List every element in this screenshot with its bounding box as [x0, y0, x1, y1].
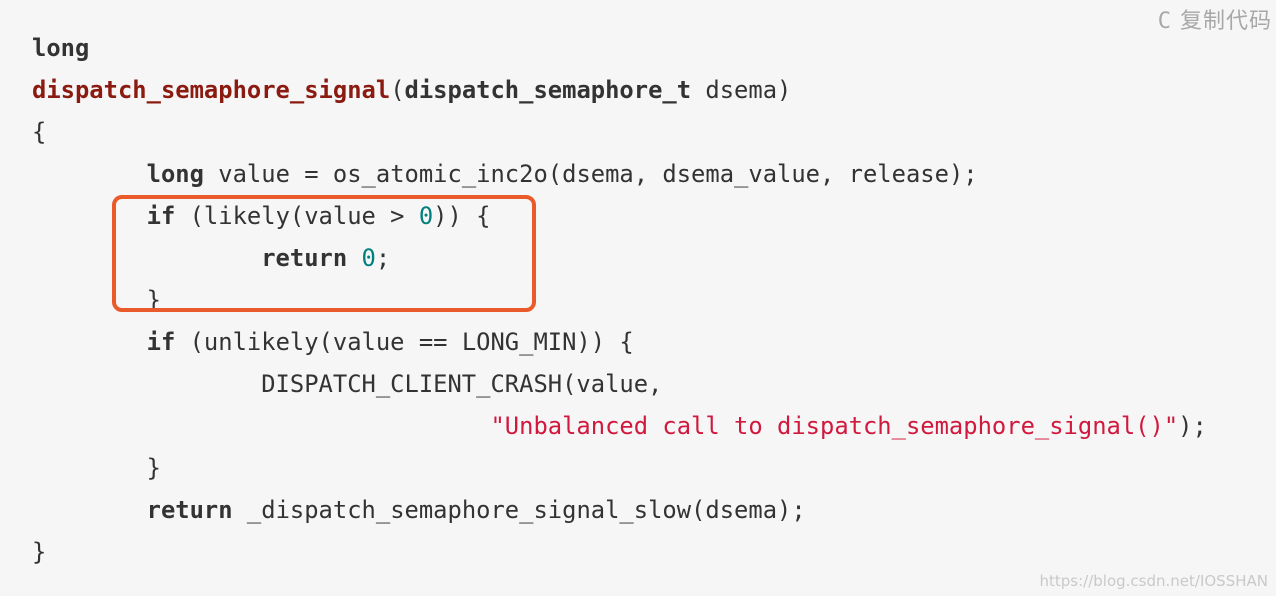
keyword-long: long [146, 160, 204, 188]
string-literal: "Unbalanced call to dispatch_semaphore_s… [490, 412, 1179, 440]
code-line-4: long value = os_atomic_inc2o(dsema, dsem… [32, 153, 1207, 195]
code-text: ; [375, 244, 391, 272]
code-line-7: } [32, 279, 1207, 321]
copy-code-button[interactable]: C 复制代码 [1158, 3, 1272, 35]
indent [32, 412, 490, 440]
code-line-1: long [32, 27, 1207, 69]
code-line-6: return 0; [32, 237, 1207, 279]
indent [32, 160, 147, 188]
close-brace: } [32, 286, 161, 314]
code-line-13: } [32, 531, 1207, 573]
open-paren: ( [390, 76, 405, 104]
code-text: (unlikely(value == LONG_MIN)) { [175, 328, 634, 356]
keyword-if: if [146, 202, 176, 230]
indent [32, 328, 147, 356]
keyword-return: return [146, 496, 233, 524]
copy-code-label: 复制代码 [1179, 9, 1272, 34]
param-type: dispatch_semaphore_t [404, 76, 692, 104]
code-line-9: DISPATCH_CLIENT_CRASH(value, [32, 363, 1207, 405]
close-brace: } [32, 538, 47, 566]
number-literal: 0 [418, 202, 434, 230]
code-text: value = os_atomic_inc2o(dsema, dsema_val… [203, 160, 978, 188]
code-line-5: if (likely(value > 0)) { [32, 195, 1207, 237]
code-text: _dispatch_semaphore_signal_slow(dsema); [232, 496, 806, 524]
close-brace: } [32, 454, 161, 482]
highlight-box [112, 195, 536, 312]
code-line-3: { [32, 111, 1207, 153]
watermark: https://blog.csdn.net/IOSSHAN [1039, 572, 1269, 590]
keyword-return: return [261, 244, 348, 272]
function-name: dispatch_semaphore_signal [32, 76, 391, 104]
code-line-8: if (unlikely(value == LONG_MIN)) { [32, 321, 1207, 363]
code-line-12: return _dispatch_semaphore_signal_slow(d… [32, 489, 1207, 531]
code-content: long dispatch_semaphore_signal(dispatch_s… [32, 27, 1207, 573]
code-line-10: "Unbalanced call to dispatch_semaphore_s… [32, 405, 1207, 447]
open-brace: { [32, 118, 47, 146]
indent [32, 496, 147, 524]
param-rest: dsema) [691, 76, 792, 104]
code-text: )) { [433, 202, 491, 230]
copy-icon: C [1157, 9, 1172, 34]
code-text: DISPATCH_CLIENT_CRASH(value, [32, 370, 663, 398]
code-text: (likely(value > [175, 202, 419, 230]
code-text: ); [1178, 412, 1207, 440]
code-line-2: dispatch_semaphore_signal(dispatch_semap… [32, 69, 1207, 111]
code-line-11: } [32, 447, 1207, 489]
keyword-long: long [32, 34, 90, 62]
keyword-if: if [146, 328, 176, 356]
number-literal: 0 [361, 244, 376, 272]
